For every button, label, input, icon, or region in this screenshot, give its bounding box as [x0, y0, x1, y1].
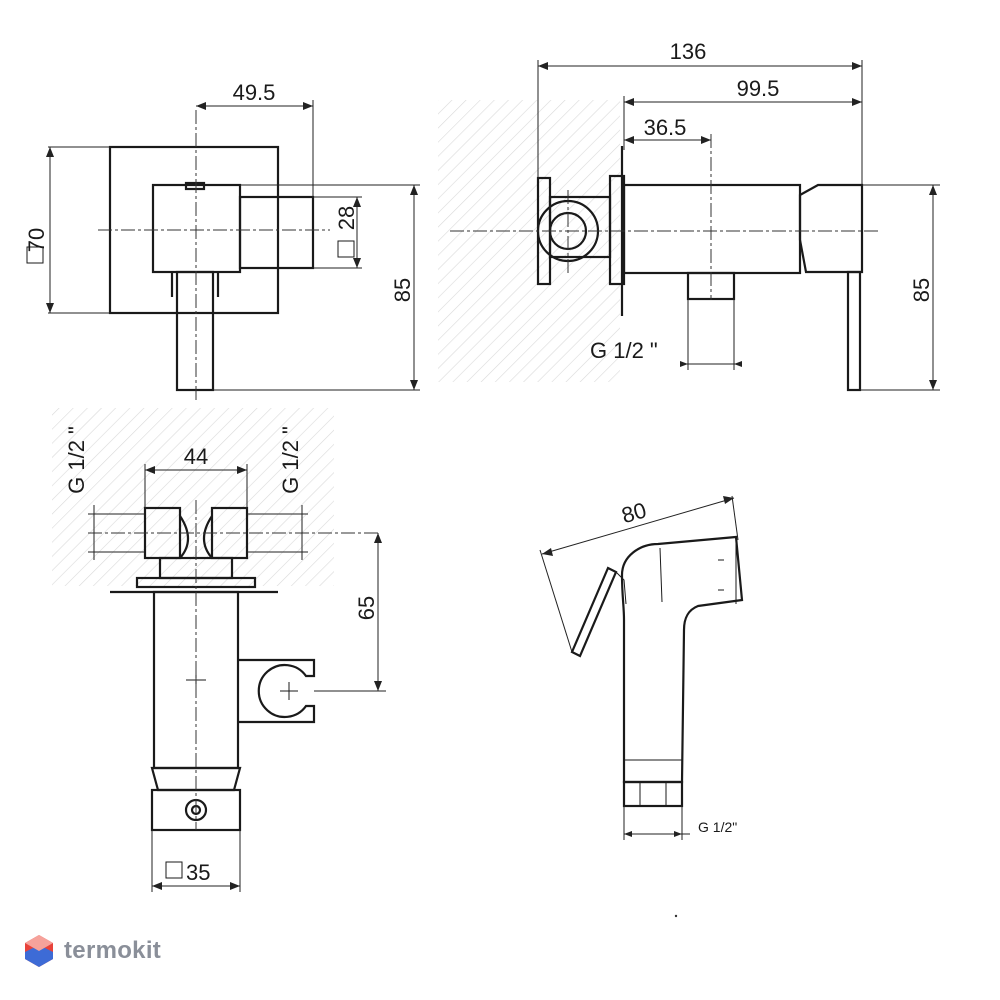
dim-body-99-5: 99.5	[737, 76, 780, 101]
dim-depth-65: 65	[354, 596, 379, 620]
dim-thread-shower: G 1/2"	[698, 819, 737, 835]
wall-hatch-plan	[52, 408, 334, 586]
side-view: 136 99.5 36.5 G 1/2 " 85	[438, 39, 940, 392]
termokit-logo-icon	[25, 935, 53, 967]
shower-nozzle-details	[659, 540, 737, 604]
front-view: 49.5 70 28 85	[24, 80, 420, 400]
dim-total-136: 136	[670, 39, 707, 64]
plan-view: 44 G 1/2 " G 1/2 " 65 35	[52, 408, 386, 892]
wall-hatch	[438, 100, 620, 382]
lever-handle	[175, 270, 215, 392]
brand-logo[interactable]: termokit	[24, 934, 161, 968]
mixer-body-side	[622, 183, 802, 275]
square-symbol-icon	[26, 246, 44, 264]
top-cap	[184, 181, 206, 191]
hose-nut	[622, 780, 684, 808]
dim-width-49-5: 49.5	[233, 80, 276, 105]
dim-height-85-side: 85	[909, 278, 934, 302]
dim-height-85: 85	[390, 278, 415, 302]
shower-head-body	[620, 535, 744, 784]
dim-square-70: 70	[24, 228, 49, 252]
dim-thread-right: G 1/2 "	[278, 426, 303, 494]
holder-bracket	[238, 658, 316, 724]
square-symbol-icon	[337, 240, 355, 258]
dim-square-28: 28	[334, 206, 359, 230]
dim-outlet-36-5: 36.5	[644, 115, 687, 140]
dim-thread-left: G 1/2 "	[64, 426, 89, 494]
hand-shower-view: 80 G 1/2"	[539, 495, 744, 840]
inlet-bridge	[179, 515, 213, 559]
brand-name: termokit	[64, 937, 162, 964]
lever-head	[798, 183, 864, 274]
dim-thread-top: G 1/2 "	[590, 338, 658, 363]
dim-square-35: 35	[186, 860, 210, 885]
dim-inlets-44: 44	[184, 444, 208, 469]
trigger-lever	[570, 566, 618, 658]
lever-side	[846, 270, 862, 392]
outlet-block	[238, 195, 315, 270]
trigger-pivot	[615, 571, 627, 605]
square-symbol-icon	[165, 861, 183, 879]
